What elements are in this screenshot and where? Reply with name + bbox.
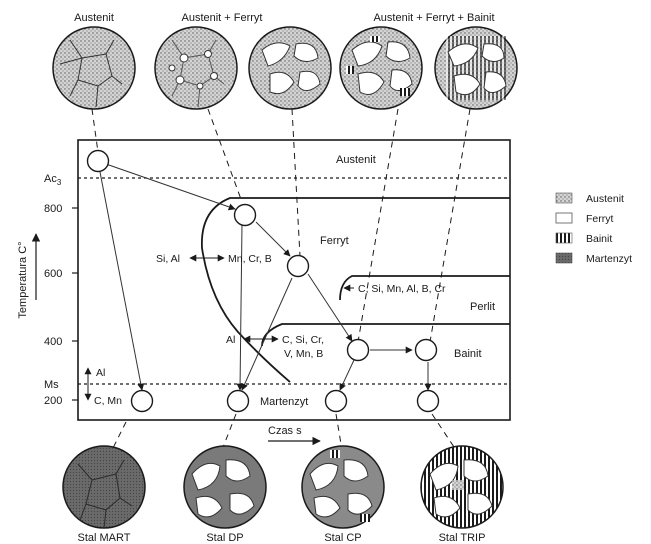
legend: Austenit Ferryt Bainit Martenzyt <box>556 193 632 265</box>
elements-ms-down: C, Mn <box>94 395 122 407</box>
point-trip <box>418 391 439 412</box>
micrograph-austenit-ferryt-bainit-1 <box>340 27 422 109</box>
legend-swatch-austenit <box>556 193 572 203</box>
point-ferrite-1 <box>235 205 256 226</box>
legend-swatch-martenzyt <box>556 253 572 263</box>
y-tick-400: 400 <box>44 336 62 348</box>
label-austenit-ferryt-top: Austenit + Ferryt <box>181 12 262 24</box>
micrograph-austenit-ferryt-bainit-2 <box>435 27 517 109</box>
legend-label-ferryt: Ferryt <box>586 213 613 225</box>
label-stal-dp: Stal DP <box>206 532 243 544</box>
y-tick-800: 800 <box>44 203 62 215</box>
y-tick-ms: Ms <box>44 379 59 391</box>
micrograph-stal-mart <box>63 446 145 528</box>
point-bainite-1 <box>348 340 369 361</box>
micrograph-austenit-ferryt <box>249 27 331 109</box>
label-stal-mart: Stal MART <box>78 532 131 544</box>
label-stal-cp: Stal CP <box>324 532 361 544</box>
chart-frame <box>78 140 510 420</box>
legend-swatch-bainit <box>556 233 572 243</box>
legend-label-austenit: Austenit <box>586 193 624 205</box>
legend-label-bainit: Bainit <box>586 233 612 245</box>
region-martenzyt: Martenzyt <box>260 396 308 408</box>
region-ferryt: Ferryt <box>320 235 349 247</box>
micrograph-stal-trip <box>421 446 503 528</box>
y-tick-600: 600 <box>44 268 62 280</box>
point-ferrite-2 <box>288 256 309 277</box>
label-austenit-top: Austenit <box>74 12 114 24</box>
elements-ferrite-right: Mn, Cr, B <box>228 253 272 265</box>
legend-label-martenzyt: Martenzyt <box>586 253 632 265</box>
point-cp <box>326 391 347 412</box>
region-bainit: Bainit <box>454 348 482 360</box>
region-perlit: Perlit <box>470 301 495 313</box>
elements-bainite-right-1: C, Si, Cr, <box>282 334 324 346</box>
point-dp <box>228 391 249 412</box>
x-axis-title: Czas s <box>268 425 302 437</box>
y-tick-ac3: Ac3 <box>44 173 62 187</box>
point-mart <box>132 391 153 412</box>
region-austenit: Austenit <box>336 154 376 166</box>
y-axis-title: Temperatura C° <box>17 241 29 318</box>
elements-ferrite-left: Si, Al <box>156 253 180 265</box>
legend-swatch-ferryt <box>556 213 572 223</box>
point-bainite-2 <box>416 340 437 361</box>
point-austenite-start <box>88 151 109 172</box>
label-stal-trip: Stal TRIP <box>439 532 486 544</box>
micrograph-stal-dp <box>184 446 266 528</box>
micrograph-austenit-ferryt-early <box>155 27 237 109</box>
elements-pearlite: C, Si, Mn, Al, B, Cr <box>358 283 446 295</box>
elements-bainite-left: Al <box>226 334 235 346</box>
state-points <box>88 151 439 412</box>
micrograph-austenit <box>53 27 135 109</box>
y-tick-200: 200 <box>44 395 62 407</box>
label-austenit-ferryt-bainit-top: Austenit + Ferryt + Bainit <box>373 12 494 24</box>
elements-bainite-right-2: V, Mn, B <box>284 348 323 360</box>
elements-ms-up: Al <box>96 367 105 379</box>
micrograph-stal-cp <box>302 446 384 528</box>
